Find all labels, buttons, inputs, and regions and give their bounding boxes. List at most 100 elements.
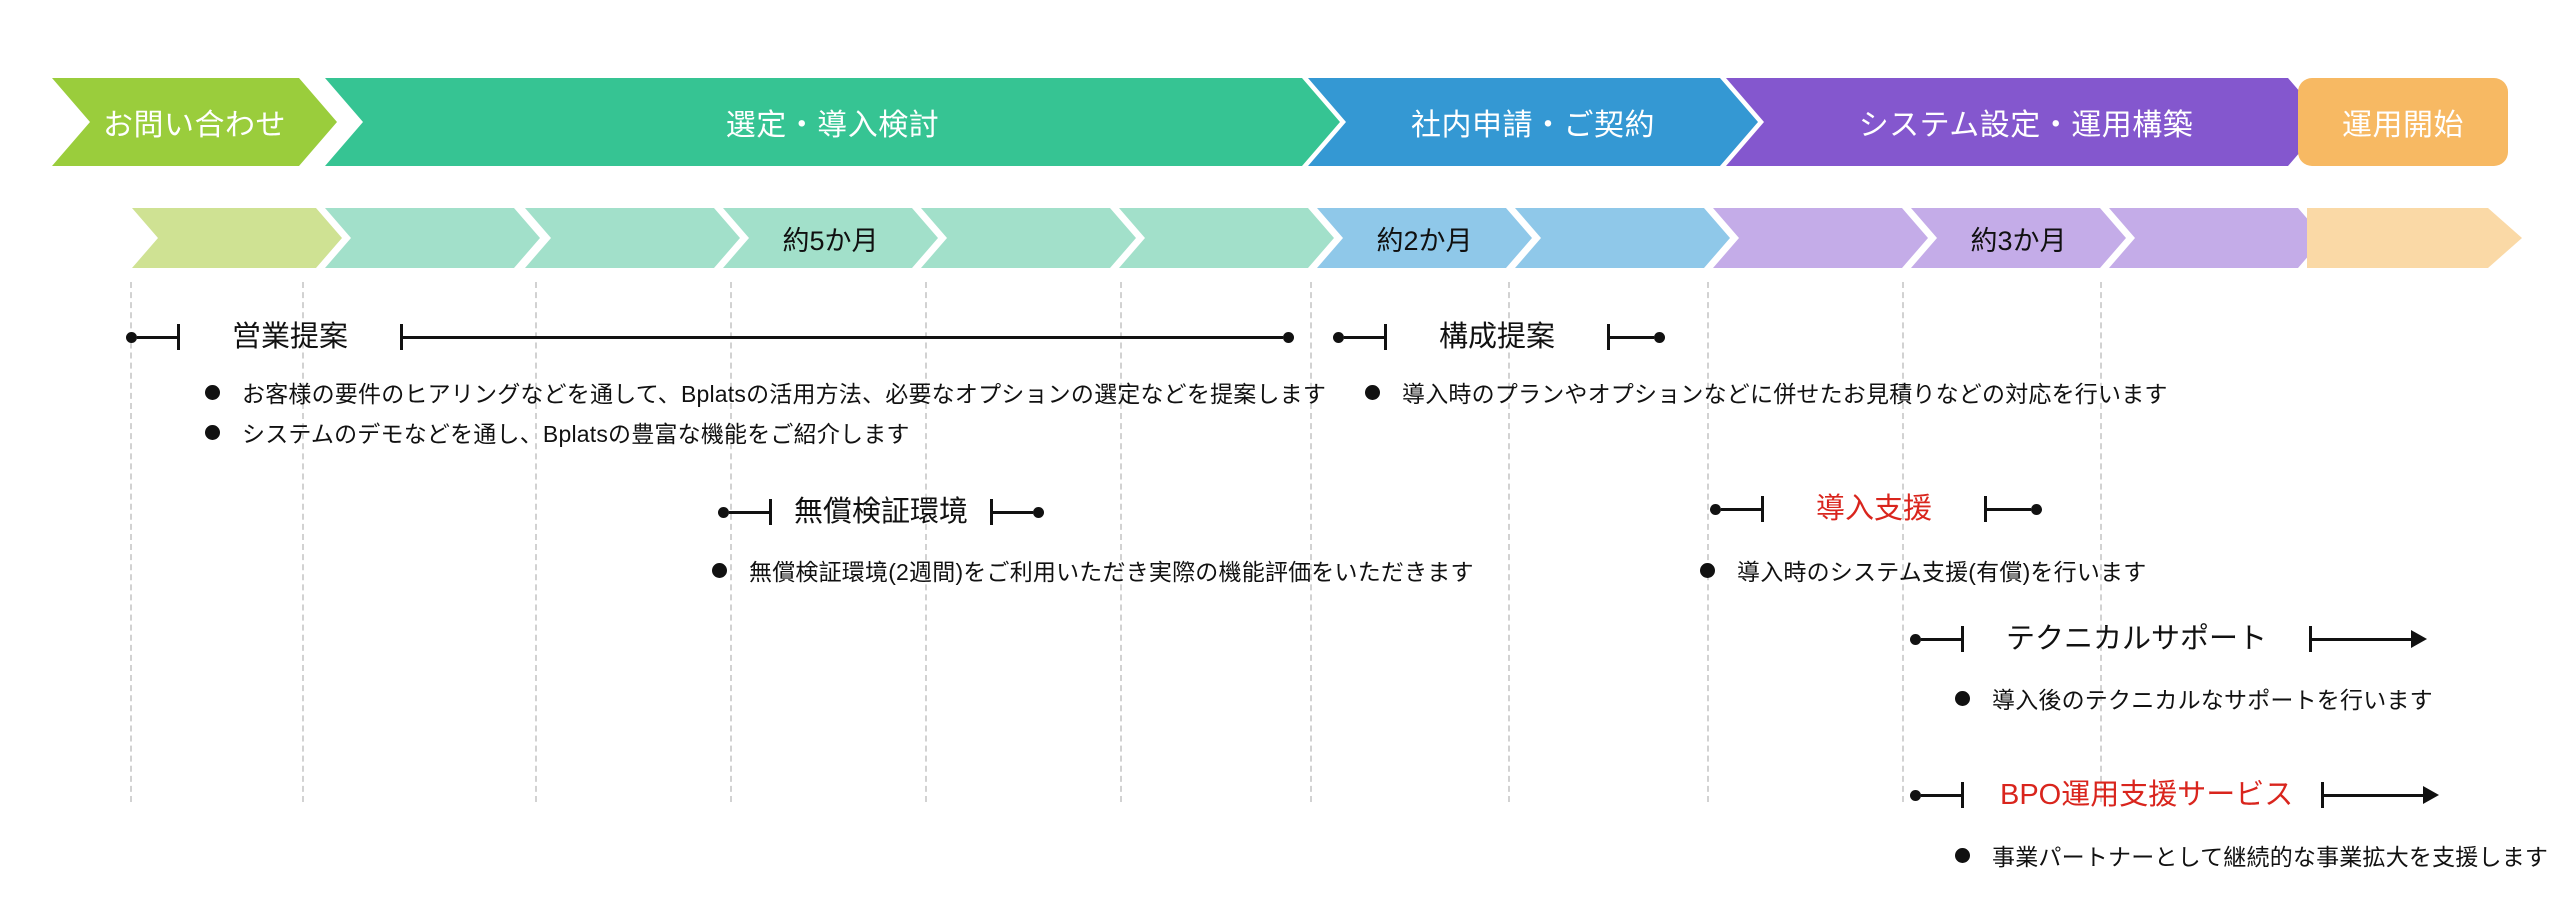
phase-inquiry[interactable]: お問い合わせ: [52, 78, 337, 166]
task-free-trial-environment-title: 無償検証環境: [718, 495, 1045, 529]
range-cap: [1961, 782, 1964, 808]
duration-cell: [1515, 208, 1730, 268]
task-label: 無償検証環境: [794, 495, 969, 528]
range-end-dot: [1654, 331, 1666, 343]
task-label: 導入支援: [1816, 492, 1933, 525]
bullet-dot: [205, 384, 220, 400]
phase-setup[interactable]: システム設定・運用構築: [1726, 78, 2326, 166]
duration-cell: [132, 208, 342, 268]
gridline: [1310, 282, 1312, 802]
range-cap: [2321, 782, 2325, 808]
range-line: [993, 510, 1034, 514]
bullet-item: 導入時のプランやオプションなどに併せたお見積りなどの対応を行います: [1365, 372, 2168, 412]
duration-cell: [325, 208, 540, 268]
phase-label: 社内申請・ご契約: [1411, 109, 1655, 142]
range-line: [1921, 793, 1961, 797]
gridline: [925, 282, 927, 802]
duration-label: 約2か月: [1376, 225, 1473, 256]
task-configuration-proposal-bullets: 導入時のプランやオプションなどに併せたお見積りなどの対応を行います: [1365, 372, 2168, 412]
duration-cell: [525, 208, 740, 268]
range-cap: [177, 324, 180, 350]
duration-cell-3months: 約3か月: [1911, 208, 2126, 268]
duration-cell: [2109, 208, 2324, 268]
phase-selection[interactable]: 選定・導入検討: [325, 78, 1340, 166]
gridline: [1707, 282, 1709, 802]
duration-cell: [1119, 208, 1334, 268]
range-start-dot: [718, 506, 729, 518]
bullet-item: 無償検証環境(2週間)をご利用いただき実際の機能評価をいただきます: [712, 550, 1474, 590]
gridline: [2100, 282, 2102, 802]
range-cap: [990, 499, 994, 525]
range-cap: [1384, 324, 1387, 350]
range-cap: [1961, 626, 1964, 652]
task-technical-support-bullets: 導入後のテクニカルなサポートを行います: [1955, 678, 2433, 718]
range-line: [1721, 507, 1761, 511]
task-implementation-support-bullets: 導入時のシステム支援(有償)を行います: [1700, 550, 2146, 590]
duration-label: 約3か月: [1970, 225, 2067, 256]
range-start-dot: [1333, 331, 1344, 343]
task-configuration-proposal-title: 構成提案: [1333, 320, 1666, 354]
task-sales-proposal-bullets: お客様の要件のヒアリングなどを通して、Bplatsの活用方法、必要なオプションの…: [205, 372, 1326, 452]
gridline: [1508, 282, 1510, 802]
task-free-trial-environment-bullets: 無償検証環境(2週間)をご利用いただき実際の機能評価をいただきます: [712, 550, 1474, 590]
task-implementation-support-title: 導入支援: [1710, 492, 2043, 526]
bullet-dot: [205, 424, 220, 440]
range-end-dot: [1033, 506, 1045, 518]
range-start-dot: [1910, 633, 1921, 645]
bullet-text: 無償検証環境(2週間)をご利用いただき実際の機能評価をいただきます: [749, 559, 1474, 585]
duration-cell: [1713, 208, 1928, 268]
phase-label: お問い合わせ: [103, 109, 286, 142]
range-line: [1344, 335, 1384, 339]
duration-cell-5months: 約5か月: [723, 208, 938, 268]
duration-cell-2months: 約2か月: [1317, 208, 1532, 268]
range-end-dot: [2031, 503, 2043, 515]
gridline: [1120, 282, 1122, 802]
range-line: [1921, 637, 1961, 641]
bullet-text: 導入時のプランやオプションなどに併せたお見積りなどの対応を行います: [1402, 381, 2168, 407]
range-line: [2312, 637, 2413, 641]
range-start-dot: [1910, 789, 1921, 801]
bullet-dot: [1700, 562, 1715, 578]
range-start-dot: [126, 331, 137, 343]
range-arrow-icon: [2411, 630, 2428, 648]
range-line: [403, 335, 1284, 339]
range-start-dot: [1710, 503, 1721, 515]
bullet-item: お客様の要件のヒアリングなどを通して、Bplatsの活用方法、必要なオプションの…: [205, 372, 1326, 412]
gridline: [130, 282, 132, 802]
task-label: 構成提案: [1439, 320, 1556, 353]
range-end-dot: [1283, 331, 1295, 343]
range-line: [2324, 793, 2425, 797]
range-arrow-icon: [2423, 786, 2440, 804]
duration-cell: [921, 208, 1136, 268]
task-sales-proposal-title: 営業提案: [126, 320, 1295, 354]
duration-label: 約5か月: [782, 225, 879, 256]
phase-contract[interactable]: 社内申請・ご契約: [1308, 78, 1758, 166]
range-cap: [769, 499, 772, 525]
task-bpo-operation-support-bullets: 事業パートナーとして継続的な事業拡大を支援します: [1955, 835, 2548, 875]
bullet-dot: [1955, 847, 1970, 863]
bullet-item: 導入時のシステム支援(有償)を行います: [1700, 550, 2146, 590]
bullet-text: お客様の要件のヒアリングなどを通して、Bplatsの活用方法、必要なオプションの…: [242, 381, 1327, 407]
bullet-item: 導入後のテクニカルなサポートを行います: [1955, 678, 2433, 718]
task-label: 営業提案: [232, 320, 349, 353]
range-line: [1610, 335, 1655, 339]
range-cap: [2309, 626, 2313, 652]
phase-label: 運用開始: [2342, 109, 2464, 142]
task-label: BPO運用支援サービス: [2000, 778, 2294, 811]
task-technical-support-title: テクニカルサポート: [1910, 622, 2428, 656]
bullet-dot: [1955, 690, 1970, 706]
range-cap: [1761, 496, 1764, 522]
duration-cell-launch: [2307, 208, 2522, 268]
phase-launch[interactable]: 運用開始: [2298, 78, 2508, 166]
task-label: テクニカルサポート: [2006, 622, 2268, 655]
bullet-text: 導入後のテクニカルなサポートを行います: [1992, 687, 2433, 713]
gridline: [1902, 282, 1904, 802]
range-cap: [1984, 496, 1988, 522]
bullet-text: 導入時のシステム支援(有償)を行います: [1737, 559, 2147, 585]
range-line: [729, 510, 769, 514]
range-line: [1987, 507, 2032, 511]
range-cap: [1607, 324, 1611, 350]
bullet-dot: [1365, 384, 1380, 400]
phase-label: システム設定・運用構築: [1858, 109, 2194, 142]
task-bpo-operation-support-title: BPO運用支援サービス: [1910, 778, 2440, 812]
